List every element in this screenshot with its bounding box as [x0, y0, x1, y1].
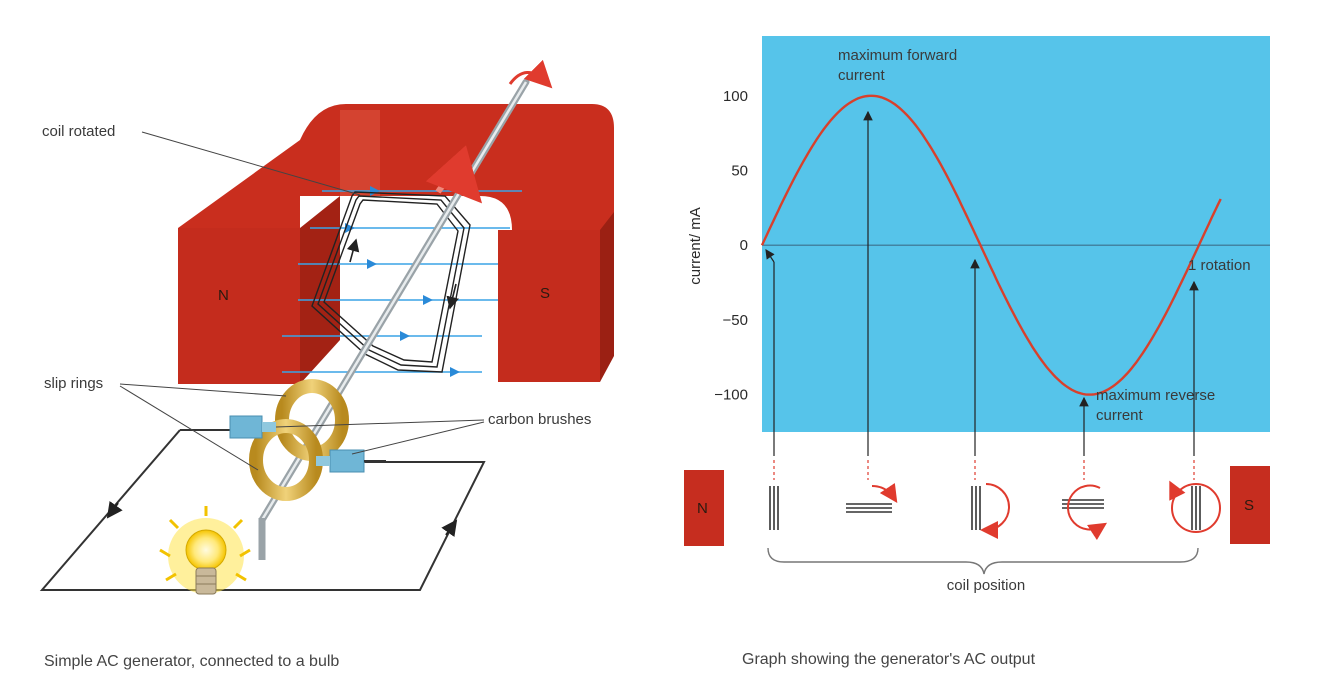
magnet-south-leg-side: [600, 212, 614, 382]
y-tick-label: 50: [731, 162, 748, 179]
leader-carbon-brushes-2: [351, 421, 485, 455]
y-tick-label: −100: [714, 387, 748, 404]
y-tick-labels: 100 50 0 −50 −100: [714, 88, 748, 404]
generator-caption: Simple AC generator, connected to a bulb: [44, 653, 339, 670]
y-tick-label: 100: [723, 88, 748, 105]
ac-generator-illustration: N S: [39, 59, 614, 670]
coil-position-5: [1169, 480, 1221, 533]
rotation-arrow-coil: [425, 145, 483, 204]
graph-caption: Graph showing the generator's AC output: [742, 651, 1036, 668]
current-arrow-left: [106, 500, 123, 519]
magnet-pole-n: N: [218, 287, 229, 304]
leader-carbon-brushes-1: [275, 419, 485, 428]
coil-position-2: [846, 483, 898, 513]
current-arrow-right: [441, 519, 458, 538]
leader-slip-rings-2: [119, 385, 259, 471]
coil-position-3: [971, 483, 1010, 539]
field-arrows: [345, 186, 460, 377]
magnet-south-leg: [498, 230, 600, 382]
leader-coil-rotated: [141, 131, 361, 196]
light-bulb: [159, 506, 251, 595]
pointer-lines: [765, 110, 1199, 456]
current-curve: [760, 94, 1222, 396]
bottom-magnet-n-label: N: [697, 500, 708, 517]
rotation-arrow-top: [508, 59, 553, 89]
magnet-top-highlight: [340, 110, 380, 196]
label-coil-rotated: coil rotated: [42, 123, 115, 140]
coil-arrow-down: [446, 283, 459, 310]
y-tick-label: 0: [740, 237, 748, 254]
annotation-one-rotation: 1 rotation: [1188, 257, 1251, 274]
annotation-max-forward: maximum forward current: [838, 47, 957, 84]
label-carbon-brushes: carbon brushes: [488, 411, 591, 428]
coil-position-bracket: [767, 547, 1199, 575]
y-tick-label: −50: [723, 312, 748, 329]
coil-position-4: [1062, 484, 1108, 541]
leader-slip-rings-1: [119, 383, 287, 397]
bottom-magnet-s: [1230, 466, 1270, 544]
annotation-max-reverse-line-2: current: [1096, 407, 1144, 424]
graph-plot-area: [762, 36, 1270, 432]
label-slip-rings: slip rings: [44, 375, 103, 392]
y-axis-label: current/ mA: [687, 207, 704, 285]
magnet-top: [178, 104, 614, 262]
ac-output-graph: 100 50 0 −50 −100 current/ mA maximum forwar…: [684, 36, 1270, 668]
magnet-north-leg: [178, 228, 300, 384]
annotation-max-forward-line-1: maximum forward: [838, 47, 957, 64]
magnet-north-leg-side: [300, 196, 340, 384]
coil-position-1: [769, 486, 779, 530]
carbon-brushes: [229, 415, 386, 473]
annotation-max-forward-line-2: current: [838, 67, 886, 84]
coil-arrow-up: [346, 238, 360, 263]
bottom-magnet-n: [684, 470, 724, 546]
coil-position-label: coil position: [947, 577, 1025, 594]
magnet-pole-s: S: [540, 285, 550, 302]
annotation-max-reverse: maximum reverse current: [1096, 387, 1215, 424]
pointer-dashes: [773, 460, 1195, 480]
bottom-magnet-s-label: S: [1244, 497, 1254, 514]
annotation-max-reverse-line-1: maximum reverse: [1096, 387, 1215, 404]
circuit-wire: [39, 429, 486, 591]
